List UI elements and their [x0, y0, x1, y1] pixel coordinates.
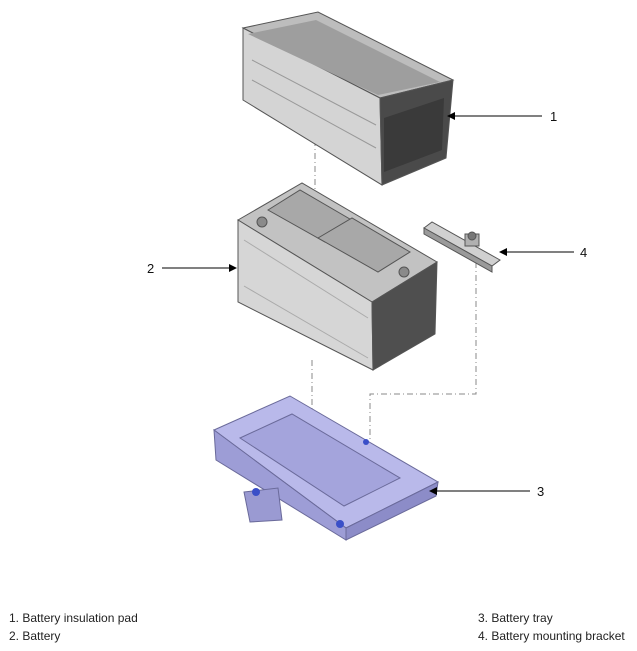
legend-item-1: 1. Battery insulation pad: [9, 611, 138, 625]
callout-3: 3: [537, 484, 544, 499]
battery-mounting-bracket: [423, 221, 501, 273]
legend-right-column: 3. Battery tray 4. Battery mounting brac…: [478, 609, 625, 645]
callout-4: 4: [580, 245, 587, 260]
battery-tray: [213, 395, 440, 541]
callout-1: 1: [550, 109, 557, 124]
callout-2: 2: [147, 261, 154, 276]
legend-left-column: 1. Battery insulation pad 2. Battery: [9, 609, 138, 645]
battery: [237, 182, 438, 371]
legend-item-2: 2. Battery: [9, 629, 61, 643]
legend-item-4: 4. Battery mounting bracket: [478, 629, 625, 643]
battery-insulation-pad: [241, 11, 455, 186]
callout-leaders: [162, 112, 574, 495]
legend-item-3: 3. Battery tray: [478, 611, 553, 625]
